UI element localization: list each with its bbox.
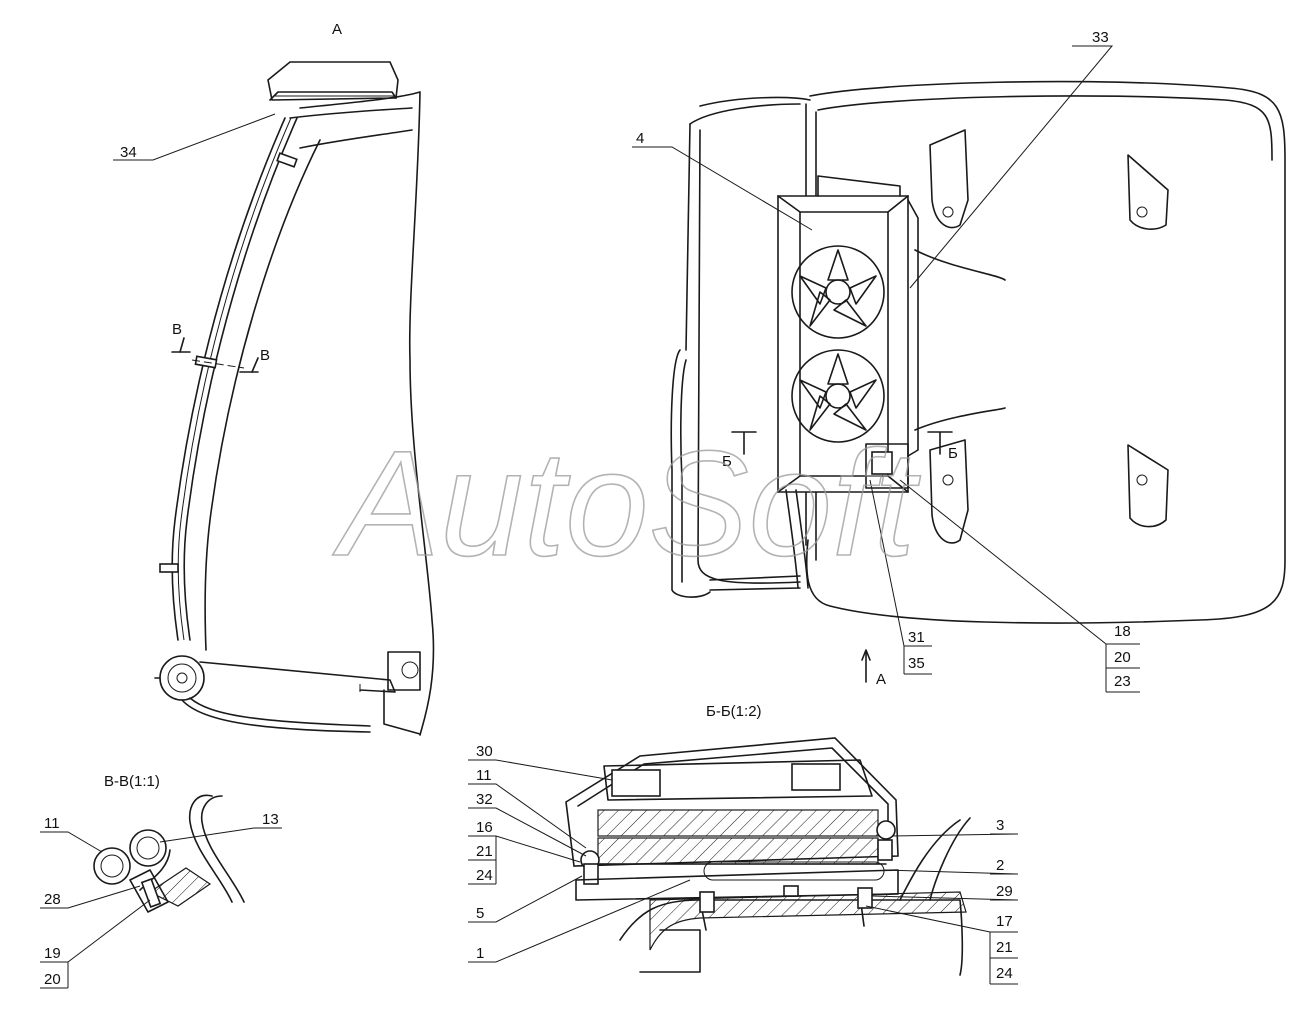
view-a: А В В [113,21,435,736]
section-vv-title: В-В(1:1) [104,773,160,790]
callout-1: 1 [476,945,484,962]
tube-11 [93,847,131,885]
section-b-right: Б [948,445,958,462]
callout-11-bb: 11 [476,767,492,784]
filter-block [597,809,879,837]
callout-35: 35 [908,655,925,672]
callout-21-left: 21 [476,843,493,860]
section-bb: Б-Б(1:2) 30 11 3 [468,703,1019,985]
callout-11-vv: 11 [44,815,60,832]
cab-side-outline [299,91,435,736]
callout-33: 33 [1092,29,1109,46]
top-view: Б Б А 4 33 31 35 18 20 23 [632,29,1286,693]
callout-3: 3 [996,817,1004,834]
callout-18: 18 [1114,623,1131,640]
pipe-outer [171,117,286,641]
fan-top [791,245,885,339]
section-v-left: В [172,321,182,338]
callout-24-left: 24 [476,867,493,884]
callout-24-right: 24 [996,965,1013,982]
callout-32: 32 [476,791,493,808]
callout-21-right: 21 [996,939,1013,956]
callout-34: 34 [120,144,137,161]
callout-20-vv: 20 [44,971,61,988]
callout-29: 29 [996,883,1013,900]
hinge-circle [159,655,205,701]
section-bb-title: Б-Б(1:2) [706,703,762,720]
watermark: AutoSoft [332,419,921,587]
view-a-title: А [332,21,342,38]
callout-31: 31 [908,629,925,646]
roof-outline [805,80,1286,624]
callout-16: 16 [476,819,493,836]
callout-5: 5 [476,905,484,922]
arrow-a-label: А [876,671,886,688]
section-v-right: В [260,347,270,364]
callout-2: 2 [996,857,1004,874]
callout-4: 4 [636,130,644,147]
callout-28: 28 [44,891,61,908]
section-vv: В-В(1:1) 11 13 28 19 20 [40,773,282,989]
callout-17: 17 [996,913,1013,930]
roof-unit [267,61,399,101]
callout-19: 19 [44,945,61,962]
tube-13 [129,829,167,867]
callout-23: 23 [1114,673,1131,690]
callout-20-top: 20 [1114,649,1131,666]
callout-30: 30 [476,743,493,760]
section-b-left: Б [722,453,732,470]
fan-bottom [791,349,885,443]
callout-13: 13 [262,811,279,828]
